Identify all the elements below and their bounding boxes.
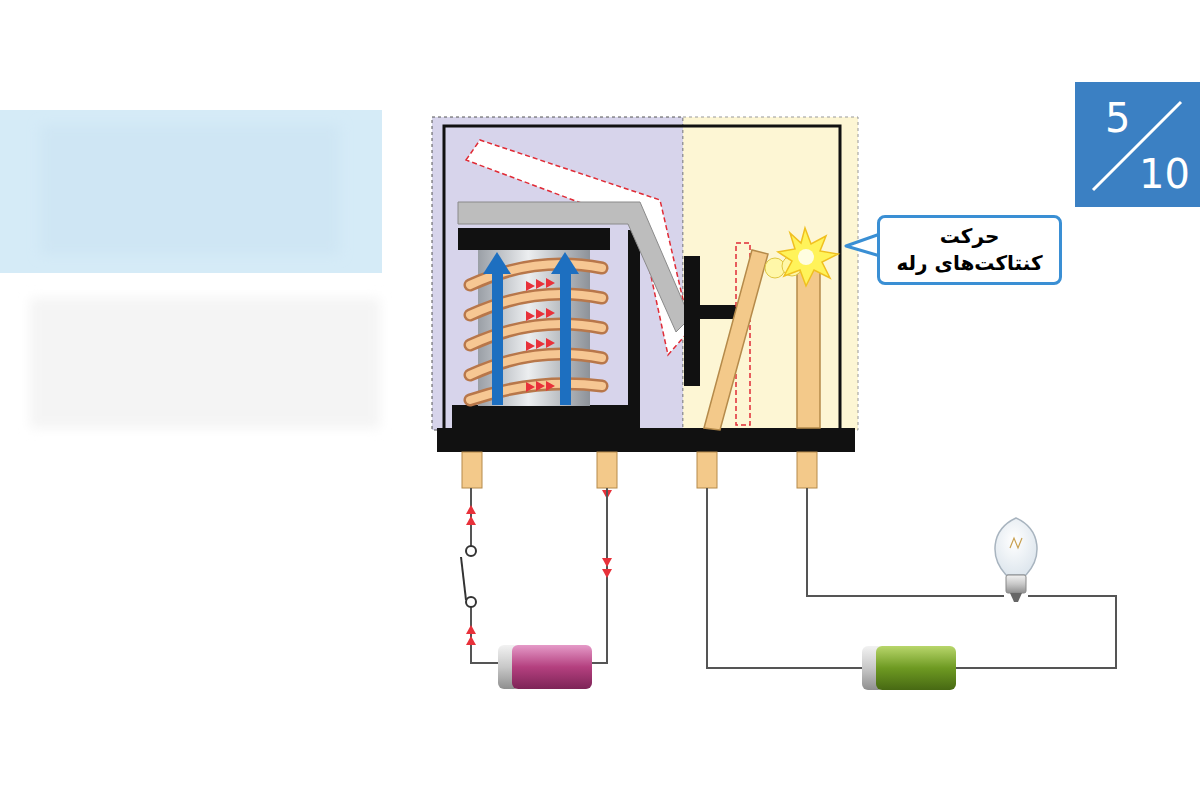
contact-spark [798,249,814,265]
load-circuit [955,596,1116,668]
blurred-panels [30,298,380,428]
magnetic-field-arrows [551,252,579,274]
pusher [700,305,736,319]
relay-housing [432,117,683,430]
coil-current-arrows [526,281,535,291]
coil-current-arrows [526,278,555,392]
contact-spark [765,228,838,286]
relay-housing [444,126,840,430]
control-current-arrows [466,505,476,514]
control-current-arrows [466,505,612,645]
control-switch [461,546,476,607]
callout-pointer [846,234,880,256]
coil-winding [470,264,602,400]
relay-housing [437,428,855,452]
coil-current-arrows [536,339,545,349]
coil-winding [470,354,602,375]
lamp [995,518,1037,575]
coil-current-arrows [526,382,535,392]
coil-current-arrows [546,381,555,391]
page-counter-badge: 510 [1075,82,1200,207]
relay-housing [683,117,858,430]
control-current-arrows [466,516,476,525]
load-circuit [707,488,1116,668]
coil-current-arrows [526,311,535,321]
coil-current-arrows [536,279,545,289]
control-battery [498,645,592,689]
lamp [1010,538,1022,548]
blurred-panels [0,110,382,273]
load-circuit [707,488,862,668]
relay-pins [697,452,717,488]
magnetic-field-arrows [483,252,511,274]
control-circuit [471,606,498,663]
control-current-arrows [602,558,612,567]
coil-current-arrows [546,278,555,288]
coil-assembly [452,228,640,430]
control-circuit [590,488,607,663]
lamp [1006,575,1026,593]
coil-current-arrows [536,309,545,319]
coil-current-arrows [536,381,545,391]
coil-assembly [628,230,640,410]
relay-pins [462,452,817,488]
relay-pins [462,452,482,488]
coil-current-arrows [546,308,555,318]
lamp [995,518,1037,602]
coil-winding [470,264,602,400]
callout-text: حرکت کنتاکت‌های رله [895,223,1045,277]
load-battery [876,646,956,690]
load-battery [862,646,956,690]
control-switch [466,597,476,607]
moving-contact [704,250,768,430]
blurred-panels [40,125,340,255]
relay-pins [797,452,817,488]
relay-housing [432,117,858,452]
coil-assembly [458,228,610,250]
coil-assembly [452,405,640,430]
relay-pins [597,452,617,488]
callout-box: حرکت کنتاکت‌های رله [877,215,1062,285]
control-current-arrows [466,636,476,645]
blurred-panels [0,110,382,428]
page-number: 5 [1105,98,1130,138]
coil-current-arrows [526,341,535,351]
lamp [1010,593,1022,602]
control-switch [461,557,466,600]
control-current-arrows [466,625,476,634]
control-battery [512,645,592,689]
control-circuit [471,488,607,663]
control-switch [466,546,476,556]
coil-winding [470,264,602,400]
coil-current-arrows [546,338,555,348]
pusher [684,256,700,386]
page-number: 10 [1139,154,1190,194]
control-current-arrows [602,569,612,578]
load-circuit [807,488,1004,596]
magnetic-field-arrows [483,252,579,405]
magnetic-field-arrows [492,272,503,405]
magnetic-field-arrows [560,272,571,405]
armature [458,202,690,332]
contact-spark [778,228,838,286]
coil-winding [470,354,602,375]
